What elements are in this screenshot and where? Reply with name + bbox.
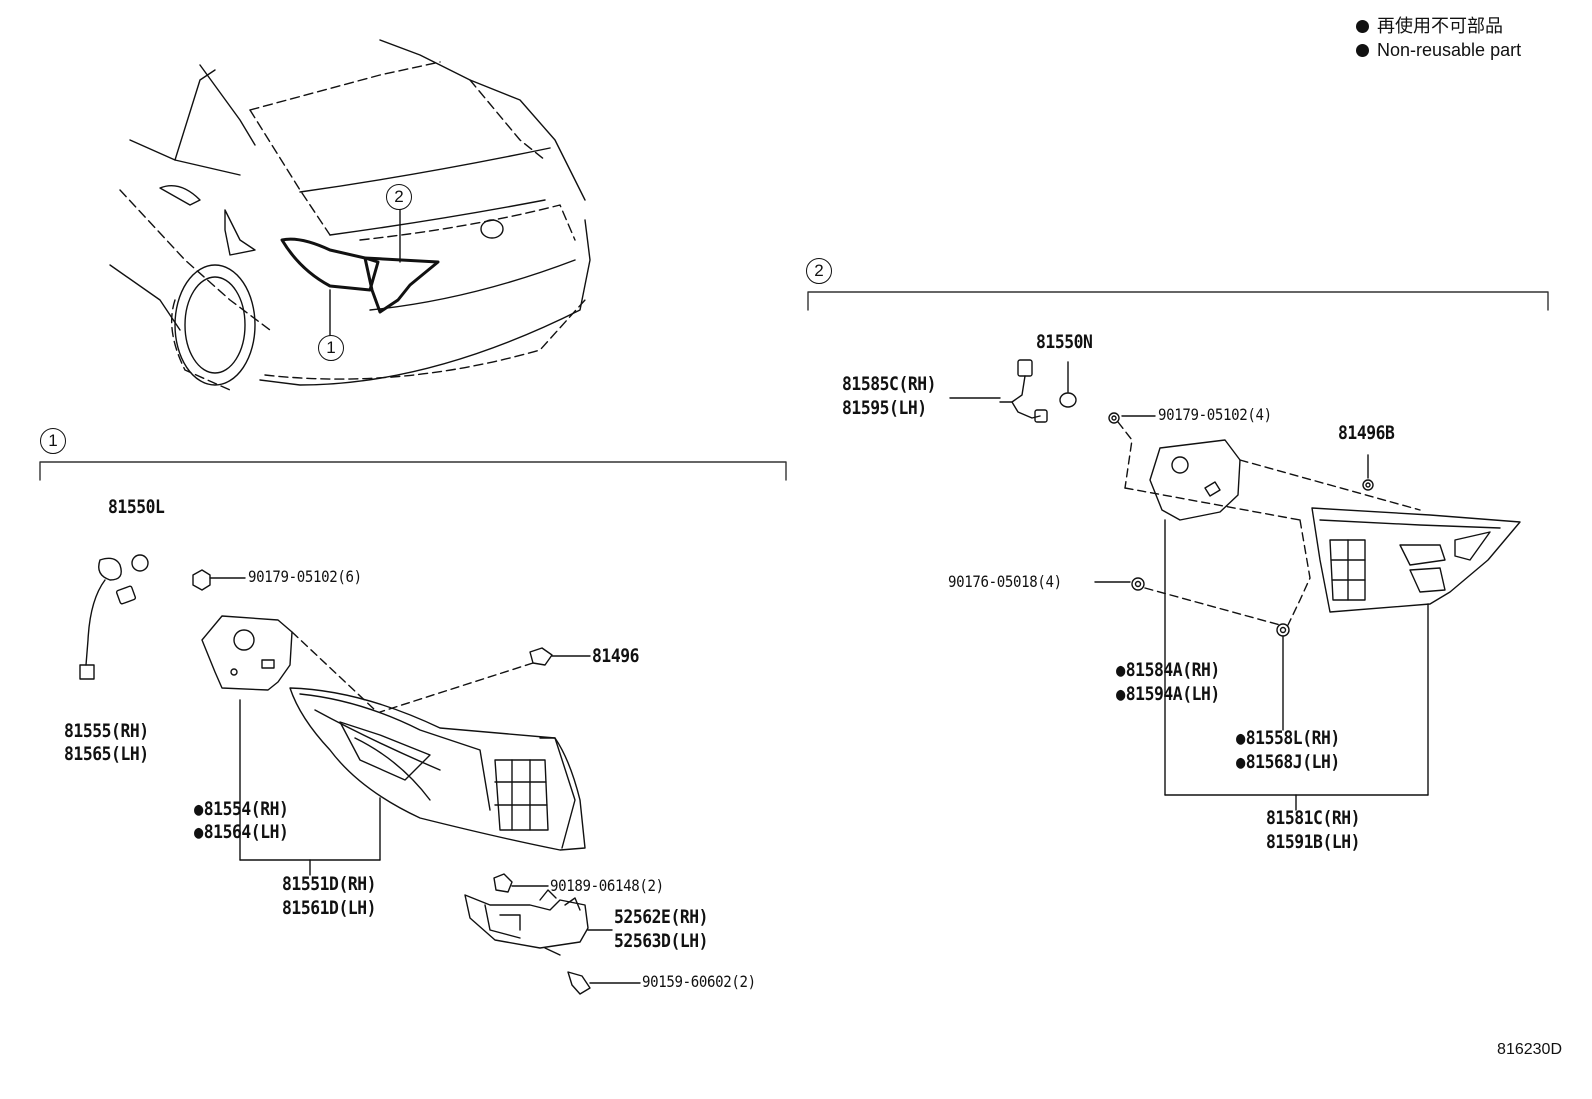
part-81564-lh: 81564(LH) — [194, 820, 289, 845]
part-81496B: 81496B — [1338, 422, 1395, 444]
section-2-marker: 2 — [806, 258, 832, 284]
section-1-group — [40, 462, 786, 994]
part-90176-05018-4: 90176-05018(4) — [948, 572, 1062, 591]
car-rear-view — [110, 40, 590, 390]
part-81555-rh: 81555(RH) — [64, 720, 149, 742]
part-81594A-lh: 81594A(LH) — [1116, 682, 1221, 707]
part-81595-lh: 81595(LH) — [842, 397, 927, 419]
part-90159-60602-2: 90159-60602(2) — [642, 972, 756, 991]
part-81550L: 81550L — [108, 496, 165, 518]
part-81584A-rh: 81584A(RH) — [1116, 658, 1221, 683]
part-90189-06148-2: 90189-06148(2) — [550, 876, 664, 895]
part-52563D-lh: 52563D(LH) — [614, 930, 709, 952]
overview-callout-1: 1 — [318, 335, 344, 361]
legend-japanese-text: 再使用不可部品 — [1377, 16, 1503, 36]
section-1-marker: 1 — [40, 428, 66, 454]
part-81565-lh: 81565(LH) — [64, 743, 149, 765]
legend-english-text: Non-reusable part — [1377, 40, 1522, 60]
bullet-icon — [1356, 44, 1369, 57]
part-81554-rh: 81554(RH) — [194, 797, 289, 822]
part-90179-05102-6: 90179-05102(6) — [248, 567, 362, 586]
legend-english: Non-reusable part — [1356, 38, 1521, 62]
part-81550N: 81550N — [1036, 331, 1093, 353]
part-81496: 81496 — [592, 645, 640, 667]
part-81561D-lh: 81561D(LH) — [282, 897, 377, 919]
part-81585C-rh: 81585C(RH) — [842, 373, 937, 395]
part-81591B-lh: 81591B(LH) — [1266, 831, 1361, 853]
part-52562E-rh: 52562E(RH) — [614, 906, 709, 928]
part-81551D-rh: 81551D(RH) — [282, 873, 377, 895]
part-81568J-lh: 81568J(LH) — [1236, 750, 1341, 775]
section-2-group — [808, 292, 1548, 810]
part-81558L-rh: 81558L(RH) — [1236, 726, 1341, 751]
part-81581C-rh: 81581C(RH) — [1266, 807, 1361, 829]
legend-japanese: 再使用不可部品 — [1356, 14, 1503, 38]
part-90179-05102-4: 90179-05102(4) — [1158, 405, 1272, 424]
overview-callout-2: 2 — [386, 184, 412, 210]
bullet-icon — [1356, 20, 1369, 33]
diagram-code: 816230D — [1497, 1041, 1562, 1058]
